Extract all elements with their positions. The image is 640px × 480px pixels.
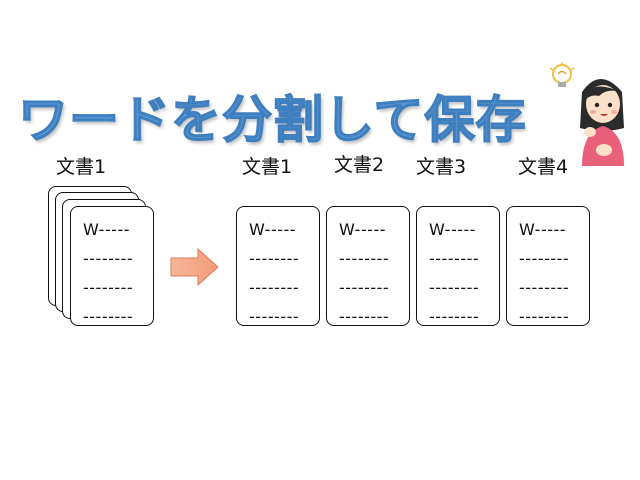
output-doc-page: W----- -------- -------- -------- [416, 206, 500, 326]
doc-line: -------- [519, 307, 570, 326]
doc-line: W----- [249, 220, 297, 239]
doc-line: -------- [249, 249, 300, 268]
doc-line: -------- [519, 249, 570, 268]
doc-line: -------- [519, 278, 570, 297]
source-doc-text: W----- -------- -------- -------- [71, 207, 153, 331]
output-doc-page: W----- -------- -------- -------- [506, 206, 590, 326]
doc-line: W----- [519, 220, 567, 239]
output-doc-text: W----- -------- -------- -------- [417, 207, 499, 331]
doc-line: W----- [83, 220, 131, 239]
output-doc-page: W----- -------- -------- -------- [326, 206, 410, 326]
doc-line: -------- [429, 249, 480, 268]
output-doc-page: W----- -------- -------- -------- [236, 206, 320, 326]
doc-line: -------- [249, 307, 300, 326]
doc-line: -------- [249, 278, 300, 297]
output-doc-text: W----- -------- -------- -------- [507, 207, 589, 331]
doc-line: -------- [83, 249, 134, 268]
doc-line: -------- [339, 249, 390, 268]
output-doc-label: 文書1 [242, 156, 293, 178]
doc-line: -------- [83, 278, 134, 297]
woman-idea-illustration [549, 62, 624, 166]
doc-line: -------- [83, 307, 134, 326]
output-doc-label: 文書3 [416, 156, 467, 178]
lightbulb-icon [549, 62, 575, 87]
output-doc-text: W----- -------- -------- -------- [237, 207, 319, 331]
output-doc-text: W----- -------- -------- -------- [327, 207, 409, 331]
doc-line: -------- [429, 307, 480, 326]
output-doc-label: 文書2 [334, 154, 385, 176]
doc-line: -------- [339, 307, 390, 326]
doc-line: -------- [429, 278, 480, 297]
right-arrow-icon [170, 248, 219, 286]
output-doc-label: 文書4 [518, 156, 569, 178]
doc-line: W----- [429, 220, 477, 239]
source-doc-page: W----- -------- -------- -------- [70, 206, 154, 326]
source-doc-label: 文書1 [56, 156, 107, 178]
doc-line: W----- [339, 220, 387, 239]
doc-line: -------- [339, 278, 390, 297]
page-title: ワードを分割して保存 [17, 90, 527, 150]
